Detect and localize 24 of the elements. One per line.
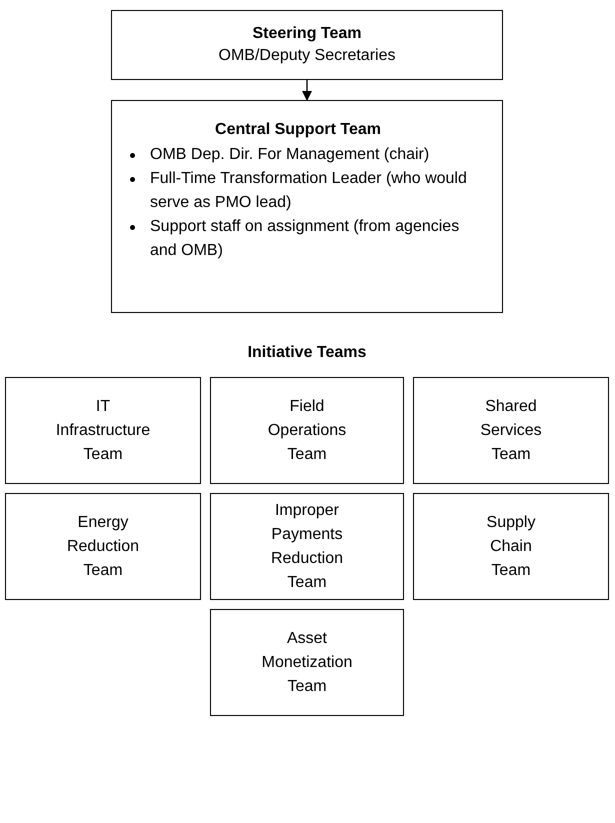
team-name: Improper Payments Reduction Team — [270, 500, 344, 592]
team-box — [210, 493, 404, 600]
node-subtitle: OMB/Deputy Secretaries — [218, 46, 396, 66]
team-box — [210, 377, 404, 484]
team-box — [413, 493, 609, 600]
bullet-text: Support staff on assignment (from agencies and OMB) — [150, 217, 460, 261]
node-title: Central Support Team — [214, 120, 382, 140]
bullet-text: Full-Time Transformation Leader (who would serve as PMO lead) — [150, 169, 468, 213]
org-box — [111, 10, 503, 80]
team-name: Shared Services Team — [480, 396, 542, 464]
org-box — [111, 100, 503, 313]
team-name: Supply Chain Team — [486, 512, 536, 580]
team-box — [5, 377, 201, 484]
team-name: Energy Reduction Team — [66, 512, 140, 580]
team-box — [413, 377, 609, 484]
section-heading: Initiative Teams — [246, 343, 368, 363]
arrow — [302, 80, 312, 101]
node-title: Steering Team — [252, 24, 362, 44]
bullet-text: OMB Dep. Dir. For Management (chair) — [150, 145, 430, 165]
team-box — [5, 493, 201, 600]
team-box — [210, 609, 404, 716]
team-name: Field Operations Team — [268, 396, 346, 464]
team-name: Asset Monetization Team — [262, 628, 352, 696]
team-name: IT Infrastructure Team — [56, 396, 150, 464]
